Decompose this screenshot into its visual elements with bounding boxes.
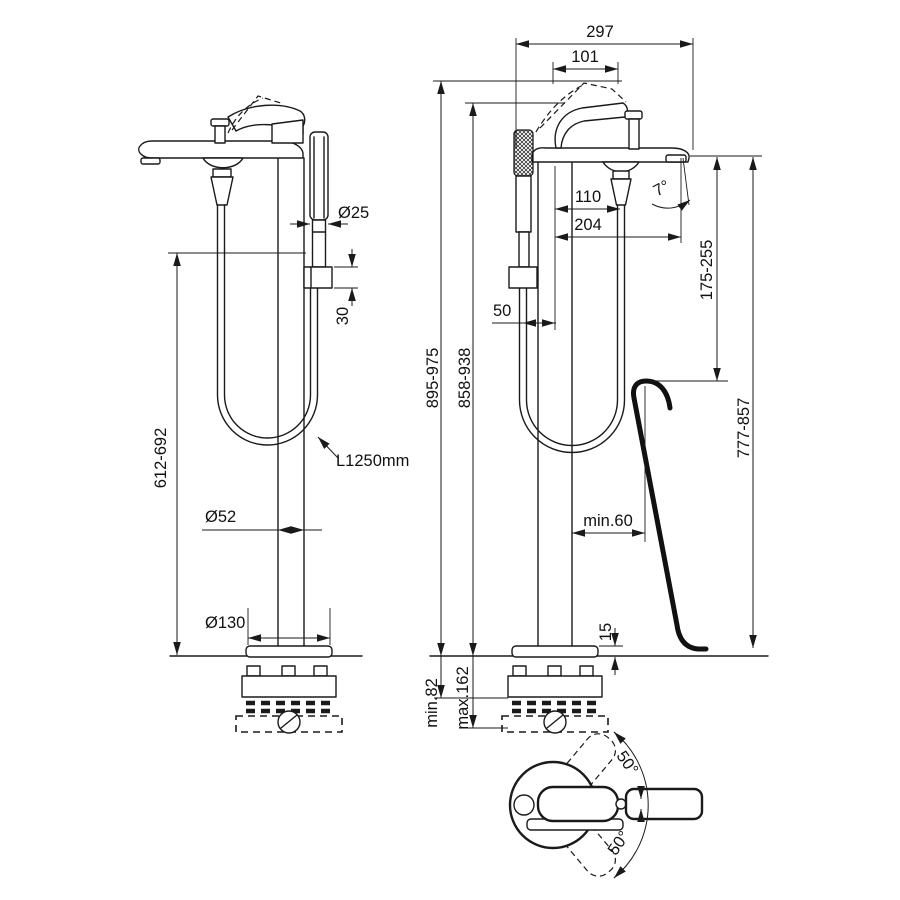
- aerator-side: [140, 157, 161, 165]
- dim-label: 7°: [650, 177, 672, 200]
- dim-below-floor-min: min.82: [423, 656, 508, 728]
- base-flange-side: [245, 645, 333, 658]
- hose-connector-side: [202, 157, 244, 169]
- dim-below-floor-max: max.162: [454, 656, 508, 730]
- dim-base-diameter: Ø130: [205, 608, 331, 645]
- dim-label: min.60: [583, 512, 633, 530]
- mounting-kit-front: [501, 665, 609, 734]
- handle-grip-top: [536, 785, 620, 823]
- cartridge-top: [513, 794, 535, 816]
- dim-overall-height: 895-975: [424, 80, 622, 656]
- dim-label: 204: [574, 216, 602, 234]
- dim-label: 175-255: [698, 240, 716, 301]
- dim-label: 101: [571, 48, 599, 66]
- spout-angle-annotation: 7°: [650, 157, 691, 243]
- front-view: 7° 297 101 110 204 50: [423, 23, 769, 734]
- dim-label: L1250mm: [336, 452, 409, 470]
- dim-label: 895-975: [424, 348, 442, 409]
- lever-handle-front: [554, 102, 629, 149]
- dim-rim-height: 777-857: [735, 157, 757, 648]
- dim-label: Ø25: [338, 204, 369, 222]
- dim-hand-shower-diameter: Ø25: [290, 204, 369, 228]
- dim-base-plate-height: 15: [597, 623, 623, 675]
- bathtub-rim-profile: [631, 378, 709, 652]
- base-flange-front: [511, 645, 599, 658]
- hand-shower-front: [508, 129, 538, 289]
- spout-body-side: [138, 140, 304, 159]
- dim-label: 50°: [613, 748, 642, 779]
- dim-holder-height: 30: [334, 249, 358, 325]
- dim-label: 15: [597, 623, 615, 641]
- dim-label: Ø130: [205, 614, 245, 632]
- dim-label: 612-692: [152, 428, 170, 489]
- dim-label: min.82: [423, 678, 441, 728]
- dim-handle-height: 858-938: [456, 102, 565, 656]
- handle-pivot-top: [615, 798, 627, 810]
- shower-holder-side: [303, 266, 333, 289]
- dim-handshower-offset: 50: [492, 302, 556, 327]
- dim-spout-to-rim: 175-255: [650, 155, 762, 382]
- hose-length-callout: L1250mm: [317, 436, 409, 470]
- dim-rim-clearance: min.60: [572, 386, 646, 542]
- dim-label: 297: [586, 23, 614, 41]
- hand-shower-head-hatched: [513, 129, 534, 177]
- shower-hose-front: [518, 204, 626, 454]
- dim-overall-depth: 297: [515, 23, 694, 150]
- hose-connector-front: [602, 161, 640, 173]
- hand-shower-side: [303, 131, 333, 289]
- shower-hose-side: [216, 204, 319, 446]
- lever-handle-raised-dashed-front: [539, 82, 627, 129]
- handle-lever-top: [624, 787, 704, 821]
- dim-reach-to-hose: 110: [554, 166, 620, 330]
- dim-height-to-holder: 612-692: [152, 252, 306, 655]
- shower-holder-front: [508, 266, 538, 289]
- dim-label: 50°: [604, 828, 633, 859]
- dim-label: 110: [575, 188, 601, 206]
- dim-label: 30: [334, 307, 352, 325]
- side-view: Ø25 30 612-692 L1250mm Ø52 Ø130: [138, 95, 409, 734]
- dim-handle-length: 101: [552, 48, 619, 84]
- dim-label: 777-857: [735, 398, 753, 459]
- dim-column-diameter: Ø52: [202, 508, 322, 534]
- plan-view: 50° 50°: [508, 731, 704, 879]
- diverter-knob-front: [624, 110, 643, 120]
- mounting-kit-side: [235, 665, 343, 734]
- dim-label: max.162: [454, 666, 472, 729]
- diverter-knob-side: [210, 118, 230, 127]
- dim-label: 858-938: [456, 348, 474, 409]
- dim-label: 50: [493, 302, 511, 320]
- dim-spout-reach: 204: [555, 216, 681, 241]
- lever-handle-raised-dashed-side: [231, 95, 285, 131]
- dim-label: Ø52: [205, 508, 236, 526]
